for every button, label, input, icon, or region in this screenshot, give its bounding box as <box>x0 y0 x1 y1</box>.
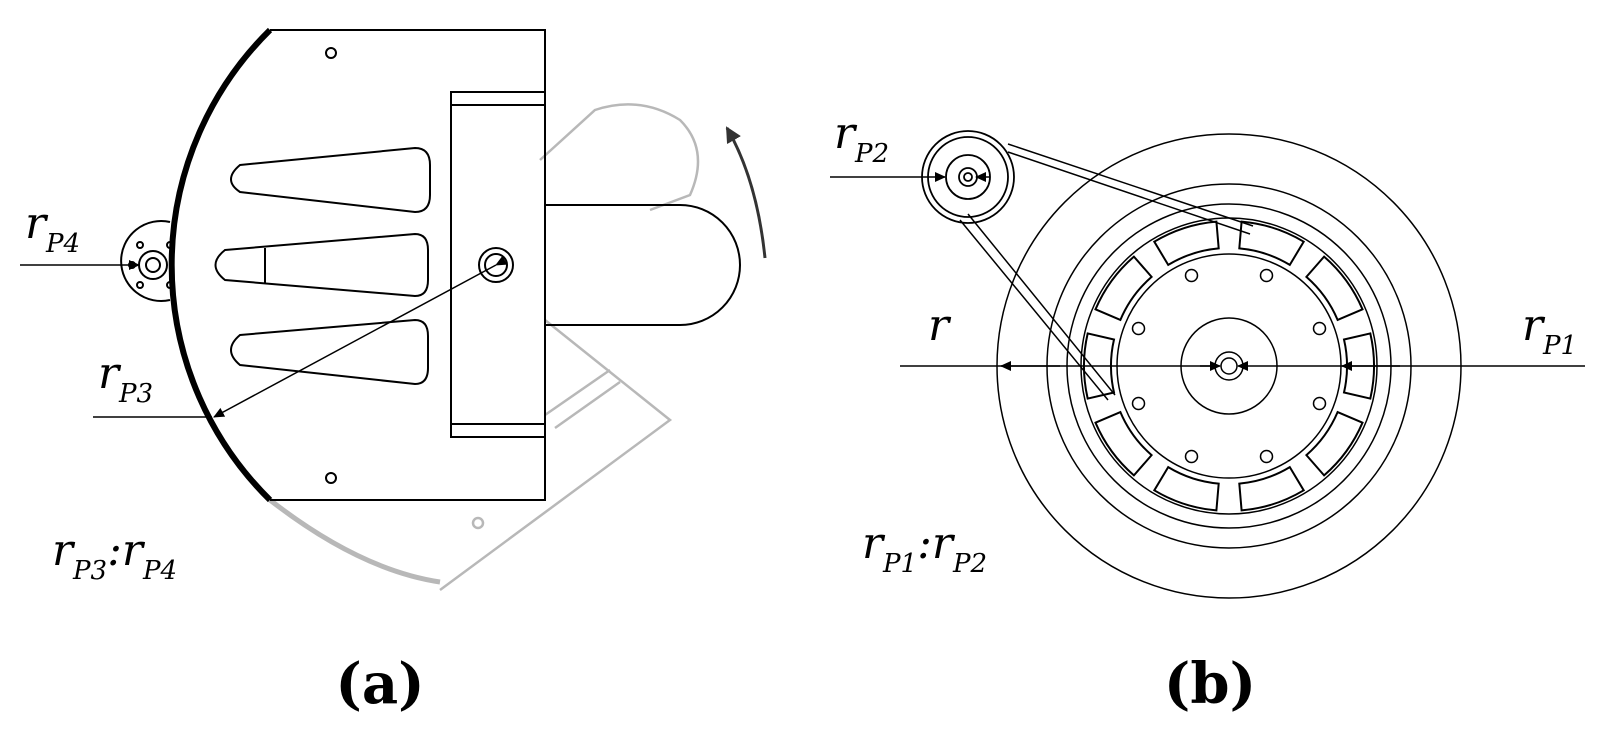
panel-b: rP2 r rP1 rP1:rP2 (b) <box>830 108 1585 717</box>
rotation-arrow <box>725 126 767 259</box>
wheel-hole <box>1184 268 1199 283</box>
caption-b: (b) <box>1164 651 1256 717</box>
wheel-hole <box>1312 396 1327 411</box>
wheel-spoke-window <box>1094 410 1154 477</box>
wheel-spoke-window <box>1304 255 1364 322</box>
caption-a: (a) <box>335 651 424 717</box>
label-rp3: rP3 <box>98 348 153 409</box>
belt <box>959 143 1254 401</box>
wheel-hole <box>1131 321 1146 336</box>
wheel-spoke-window <box>1342 332 1375 400</box>
label-ratio-b: rP1:rP2 <box>862 518 987 579</box>
wheel-spoke-window <box>1238 220 1306 267</box>
label-ratio-a: rP3:rP4 <box>52 525 177 586</box>
wheel-hole <box>1312 321 1327 336</box>
wheel-spokes <box>1083 220 1375 512</box>
wheel-holes <box>1131 268 1327 464</box>
platform-body <box>168 27 741 503</box>
pulley-p4 <box>120 220 174 302</box>
wheel-spoke-window <box>1083 332 1116 400</box>
label-r: r <box>928 300 952 351</box>
label-rp4: rP4 <box>25 198 80 259</box>
wheel-hole <box>1184 449 1199 464</box>
wheel-spoke-window <box>1238 465 1306 512</box>
label-rp2: rP2 <box>834 108 889 169</box>
wheel-hole <box>1259 268 1274 283</box>
label-rp1: rP1 <box>1522 300 1577 361</box>
wheel-spoke-window <box>1152 220 1220 267</box>
ghost-platform <box>268 103 700 592</box>
wheel-spoke-window <box>1094 255 1154 322</box>
wheel-hole <box>1259 449 1274 464</box>
wheel-spoke-window <box>1152 465 1220 512</box>
panel-a: rP4 rP3 rP3:rP4 (a) <box>20 27 767 717</box>
wheel-spoke-window <box>1304 410 1364 477</box>
dim-line-rp3 <box>213 255 508 418</box>
wheel-hole <box>1131 396 1146 411</box>
